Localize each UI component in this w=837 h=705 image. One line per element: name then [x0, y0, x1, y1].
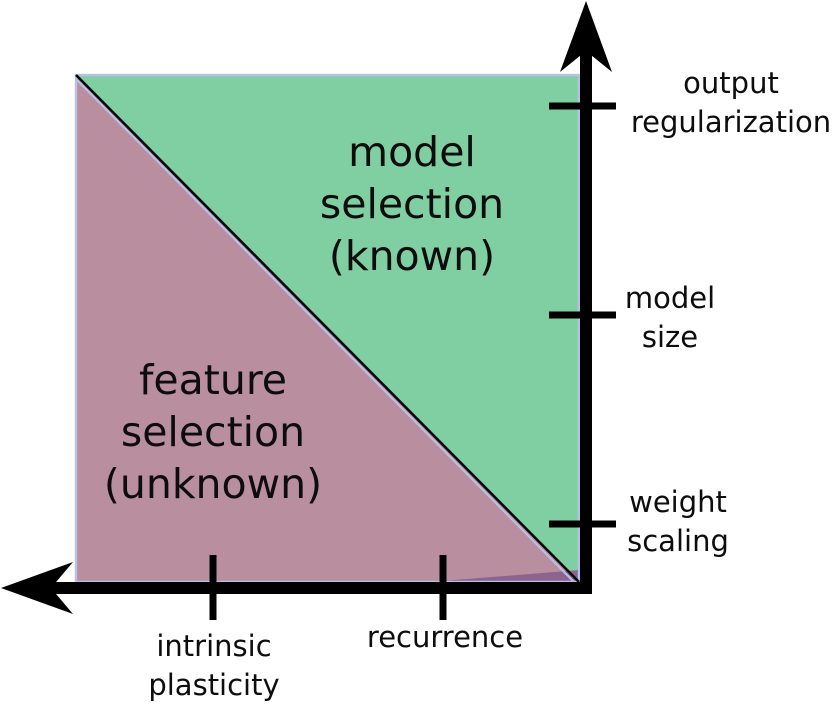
diagonal-underline [75, 78, 578, 586]
diagonal-divider-line [75, 74, 580, 583]
y-tick-label-model-size: model size [624, 281, 716, 354]
y-tick-label-weight-scaling: weight scaling [627, 485, 729, 558]
x-tick-label-intrinsic-plasticity: intrinsic plasticity [148, 629, 280, 702]
corner-artifact-shape [430, 570, 579, 582]
model-selection-label: model selection (known) [319, 128, 505, 280]
y-tick-label-output-regularization: output regularization [630, 66, 832, 139]
x-tick-label-recurrence: recurrence [366, 620, 524, 654]
feature-selection-label: feature selection (unknown) [103, 356, 323, 508]
x-axis-arrowhead-icon [1, 562, 73, 614]
y-axis-arrowhead-icon [560, 1, 612, 72]
